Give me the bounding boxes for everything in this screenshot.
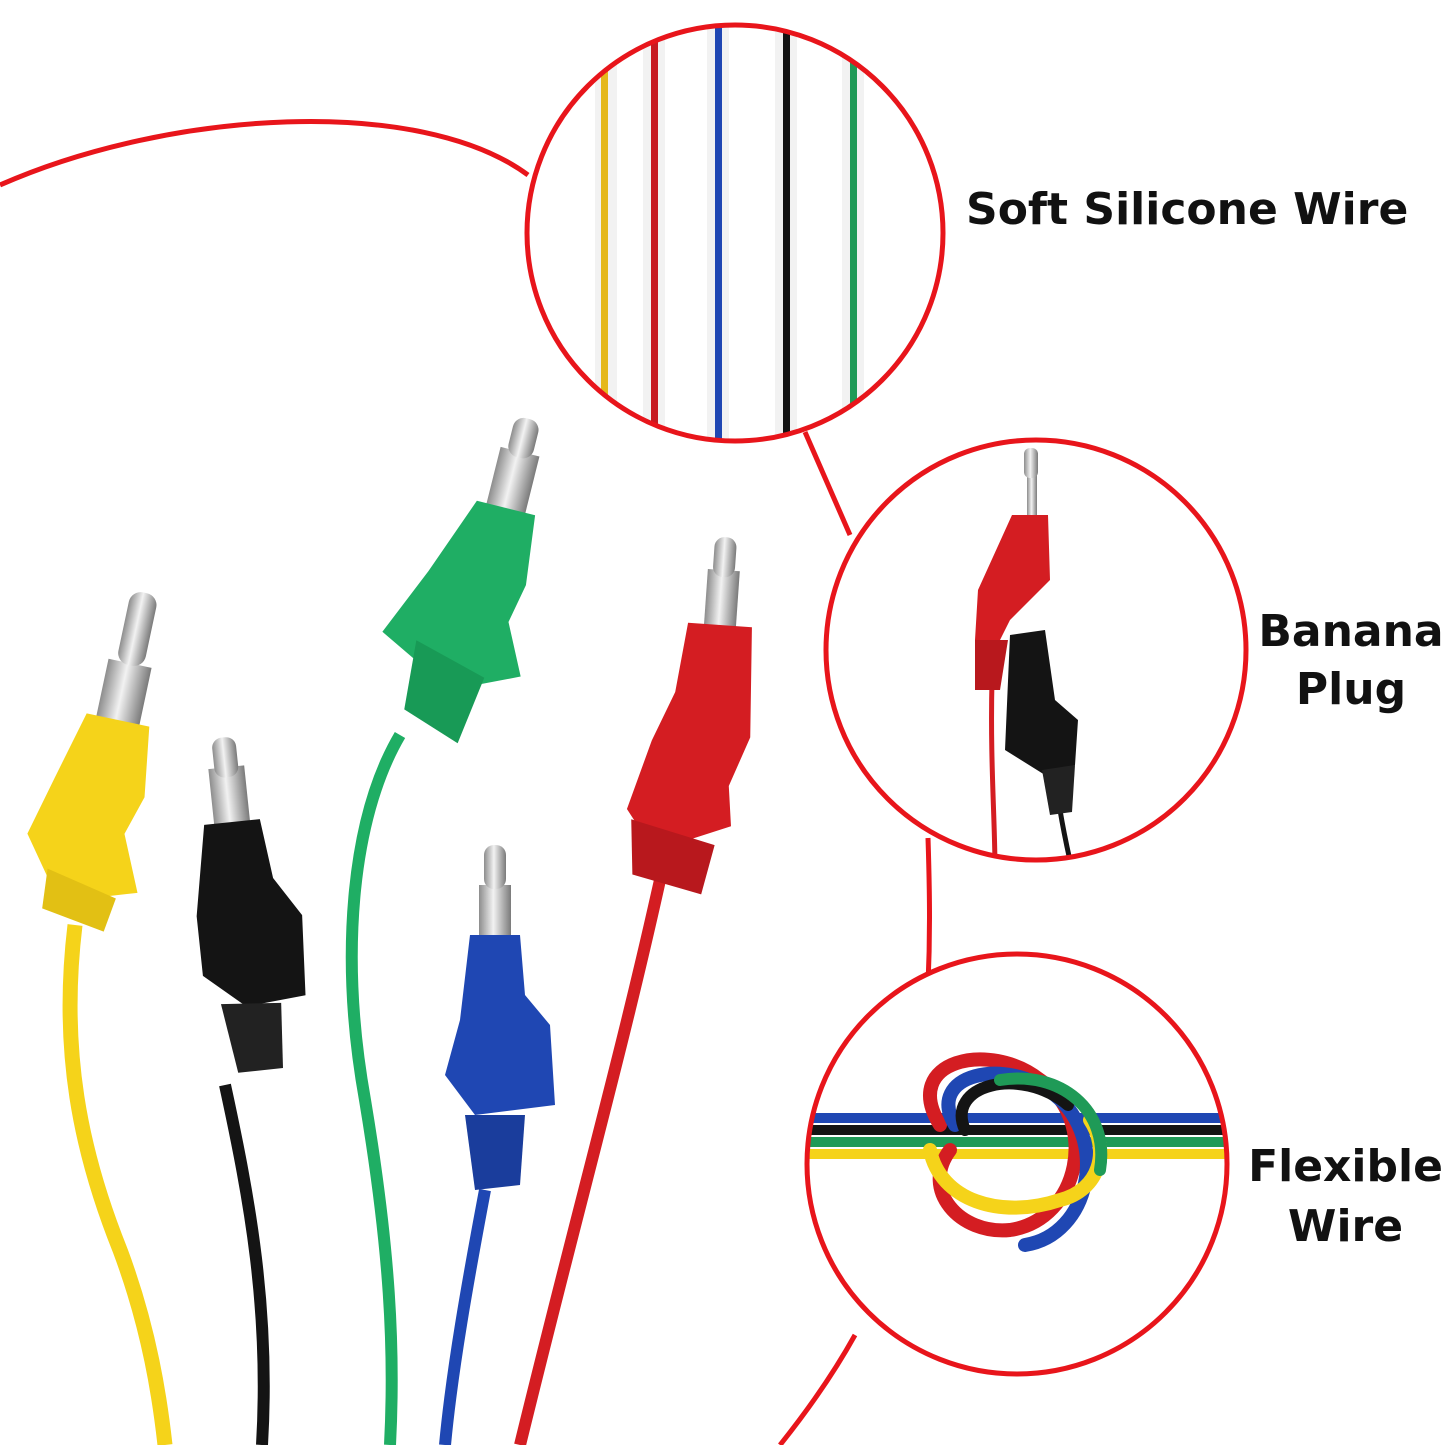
feature-label-flexible-wire: Flexible Wire	[1248, 1145, 1443, 1249]
connector-line	[778, 1333, 858, 1445]
silicone-wire-closeup	[524, 22, 946, 444]
flexible-wire-closeup	[804, 951, 1230, 1377]
feature-label-soft-silicone-wire: Soft Silicone Wire	[966, 188, 1408, 232]
yellow-wire	[62, 924, 173, 1445]
blue-banana-plug	[445, 845, 555, 1190]
red-banana-plug	[626, 537, 752, 895]
black-banana-plug	[196, 737, 306, 1073]
green-banana-plug	[382, 417, 540, 744]
connector-line	[925, 837, 932, 986]
feature-label-line: Soft Silicone Wire	[966, 184, 1409, 235]
feature-label-line: Flexible	[1248, 1141, 1443, 1192]
banana-plug-closeup	[823, 437, 1249, 863]
connector-line	[0, 119, 530, 188]
feature-label-line: Banana	[1258, 606, 1444, 657]
feature-label-banana-plug: Banana Plug	[1256, 610, 1445, 712]
red-wire	[514, 878, 666, 1445]
black-wire	[219, 1083, 270, 1445]
green-wire	[345, 731, 406, 1445]
yellow-banana-plug	[27, 592, 157, 932]
connector-line	[802, 430, 853, 537]
feature-label-line: Plug	[1295, 664, 1407, 715]
blue-wire	[439, 1188, 491, 1445]
feature-label-line: Wire	[1287, 1201, 1404, 1252]
